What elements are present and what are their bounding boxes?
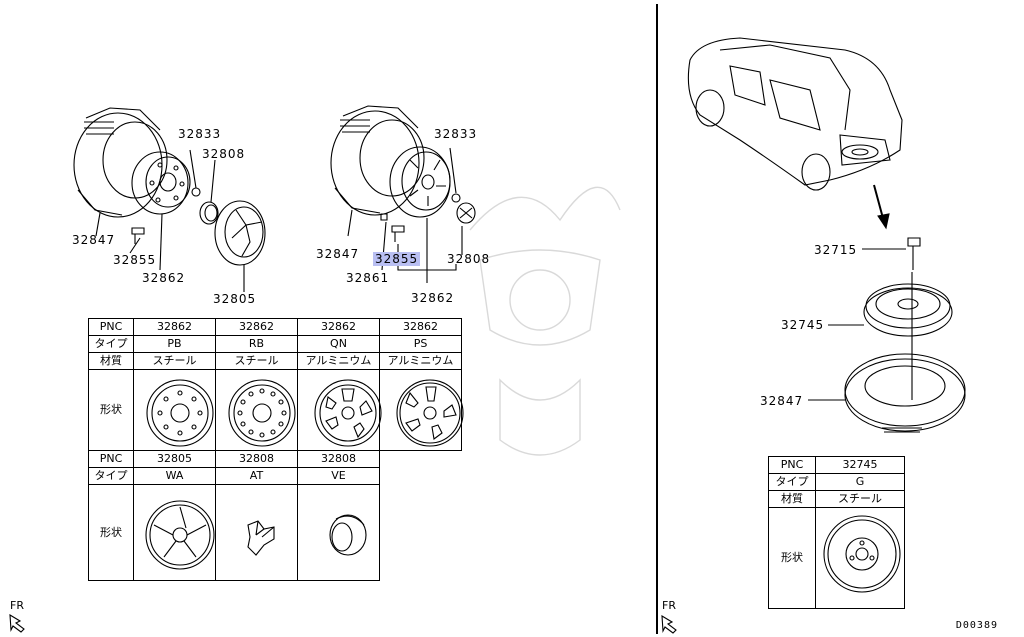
table-cell: 32862 — [297, 318, 380, 336]
callout-label: 32805 — [213, 292, 257, 306]
table-cell: VE — [297, 467, 380, 485]
front-direction-label: FR — [662, 599, 676, 612]
spare-table: PNC 32745 タイプ G 材質 スチール 形状 — [768, 456, 905, 609]
callout-label: 32862 — [411, 291, 455, 305]
callout-label: 32861 — [346, 271, 390, 285]
shape-cell — [215, 484, 298, 581]
shape-cell — [297, 484, 380, 581]
tire-icon — [844, 353, 966, 433]
table-cell: RB — [215, 335, 298, 353]
row-header: 材質 — [768, 490, 816, 508]
type-row: タイプ PB RB QN PS — [88, 335, 462, 353]
table-cell: AT — [215, 467, 298, 485]
material-row: 材質 スチール スチール アルミニウム アルミニウム — [88, 352, 462, 370]
center-cap-icon — [456, 202, 476, 224]
table-cell: スチール — [215, 352, 298, 370]
callout-label: 32847 — [316, 247, 360, 261]
shape-cell — [379, 369, 462, 451]
row-header: 形状 — [88, 484, 134, 581]
shape-cell — [215, 369, 298, 451]
alloy-wheel-icon — [389, 146, 451, 218]
lug-nut-icon — [189, 149, 201, 197]
table-cell: 32808 — [215, 450, 298, 468]
table-cell: アルミニウム — [297, 352, 380, 370]
row-header: PNC — [88, 450, 134, 468]
callout-label: 32847 — [72, 233, 116, 247]
wheel-table: PNC 32862 32862 32862 32862 タイプ PB RB QN… — [88, 318, 462, 581]
row-header: 材質 — [88, 352, 134, 370]
row-header: 形状 — [88, 369, 134, 451]
front-direction-label: FR — [10, 599, 24, 612]
type-row: タイプ WA AT VE — [88, 467, 462, 485]
material-row: 材質 スチール — [768, 490, 905, 508]
row-header: PNC — [88, 318, 134, 336]
callout-label: 32745 — [781, 318, 825, 332]
row-header: タイプ — [88, 335, 134, 353]
table-cell: PB — [133, 335, 216, 353]
table-cell: 32808 — [297, 450, 380, 468]
shape-cell — [815, 507, 905, 609]
table-cell: QN — [297, 335, 380, 353]
callout-label: 32833 — [434, 127, 478, 141]
shape-row: 形状 — [88, 484, 462, 581]
page-divider — [656, 4, 658, 634]
bolt-icon — [131, 227, 145, 244]
steel-wheel-icon — [131, 151, 191, 215]
bolt-icon — [380, 213, 405, 242]
pnc-row: PNC 32805 32808 32808 — [88, 450, 462, 468]
callout-label: 32808 — [202, 147, 246, 161]
callout-label: 32847 — [760, 394, 804, 408]
wheel-cover-icon — [214, 200, 266, 292]
spare-wheel-icon — [863, 283, 953, 337]
lug-nut-icon — [449, 147, 461, 203]
front-direction-icon — [9, 613, 25, 633]
shape-cell — [297, 369, 380, 451]
callout-label: 32715 — [814, 243, 858, 257]
front-direction-icon — [661, 614, 677, 634]
shape-row: 形状 — [768, 507, 905, 609]
vehicle-icon — [687, 37, 903, 191]
table-cell: スチール — [133, 352, 216, 370]
row-header: PNC — [768, 456, 816, 474]
center-cap-icon — [199, 159, 219, 225]
document-id: D00389 — [955, 620, 998, 631]
pnc-row: PNC 32862 32862 32862 32862 — [88, 318, 462, 336]
table-cell: 32862 — [379, 318, 462, 336]
table-cell: アルミニウム — [379, 352, 462, 370]
callout-label: 32862 — [142, 271, 186, 285]
callout-label: 32808 — [447, 252, 491, 266]
table-cell: 32745 — [815, 456, 905, 474]
callout-label: 32833 — [178, 127, 222, 141]
table-cell: PS — [379, 335, 462, 353]
table-cell: G — [815, 473, 905, 491]
callout-label: 32855 — [113, 253, 157, 267]
table-cell: 32805 — [133, 450, 216, 468]
table-cell: WA — [133, 467, 216, 485]
row-header: 形状 — [768, 507, 816, 609]
shape-cell — [133, 369, 216, 451]
highlighted-callout-label[interactable]: 32855 — [373, 252, 421, 266]
table-cell: 32862 — [215, 318, 298, 336]
watermark-icon — [469, 186, 621, 456]
table-cell: スチール — [815, 490, 905, 508]
row-header: タイプ — [768, 473, 816, 491]
shape-row: 形状 — [88, 369, 462, 451]
type-row: タイプ G — [768, 473, 905, 491]
bolt-icon — [907, 237, 921, 270]
row-header: タイプ — [88, 467, 134, 485]
pnc-row: PNC 32745 — [768, 456, 905, 474]
shape-cell — [133, 484, 216, 581]
table-cell: 32862 — [133, 318, 216, 336]
